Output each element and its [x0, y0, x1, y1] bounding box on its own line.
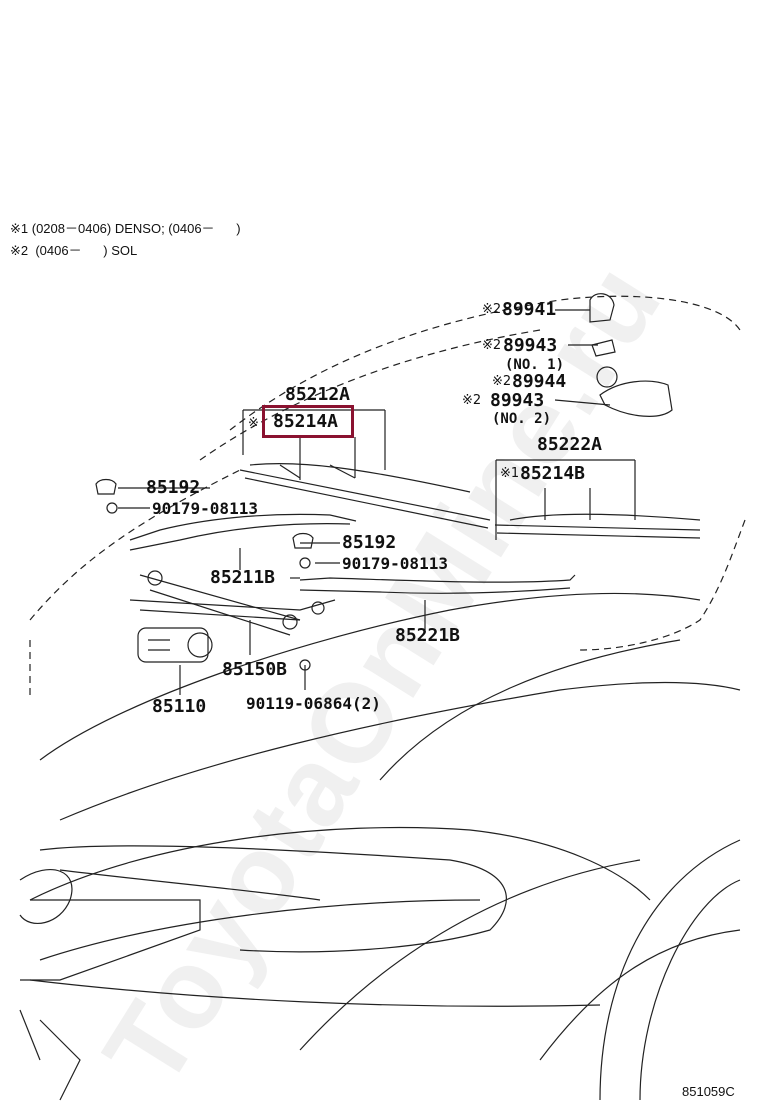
part-85222A[interactable]: 85222A [537, 434, 603, 455]
part-85192-a[interactable]: 85192 [146, 477, 201, 498]
part-90119-06864[interactable]: 90119-06864(2) [246, 694, 381, 713]
part-89943-no2[interactable]: 89943 [490, 390, 545, 411]
part-85214A[interactable]: 85214A [273, 411, 339, 432]
applicability-mark: ※ [248, 416, 259, 431]
part-89943-no2-label: (NO. 2) [492, 411, 552, 427]
part-85211B[interactable]: 85211B [210, 567, 276, 588]
part-85192-b[interactable]: 85192 [342, 532, 397, 553]
applicability-mark: ※2 [462, 393, 482, 408]
part-85221B[interactable]: 85221B [395, 625, 461, 646]
part-85150B[interactable]: 85150B [222, 659, 288, 680]
applicability-mark: ※2 [492, 374, 512, 389]
applicability-mark: ※1 [500, 466, 520, 481]
footnote-1: ※1 (0208－0406) DENSO; (0406－ ) [10, 221, 241, 236]
applicability-mark: ※2 [482, 338, 502, 353]
part-85214B[interactable]: 85214B [520, 463, 586, 484]
diagram-code: 851059C [682, 1084, 735, 1099]
part-90179-08113-b[interactable]: 90179-08113 [342, 554, 448, 573]
footnote-2: ※2 (0406－ ) SOL [10, 243, 138, 258]
part-89943-no1[interactable]: 89943 [503, 335, 558, 356]
part-85110[interactable]: 85110 [152, 696, 207, 717]
part-89944[interactable]: 89944 [512, 371, 567, 392]
part-85212A[interactable]: 85212A [285, 384, 351, 405]
part-89943-no1-label: (NO. 1) [505, 357, 565, 373]
applicability-mark: ※2 [482, 302, 502, 317]
highlight-box [262, 405, 354, 438]
part-89941[interactable]: 89941 [502, 299, 557, 320]
part-90179-08113-a[interactable]: 90179-08113 [152, 499, 258, 518]
